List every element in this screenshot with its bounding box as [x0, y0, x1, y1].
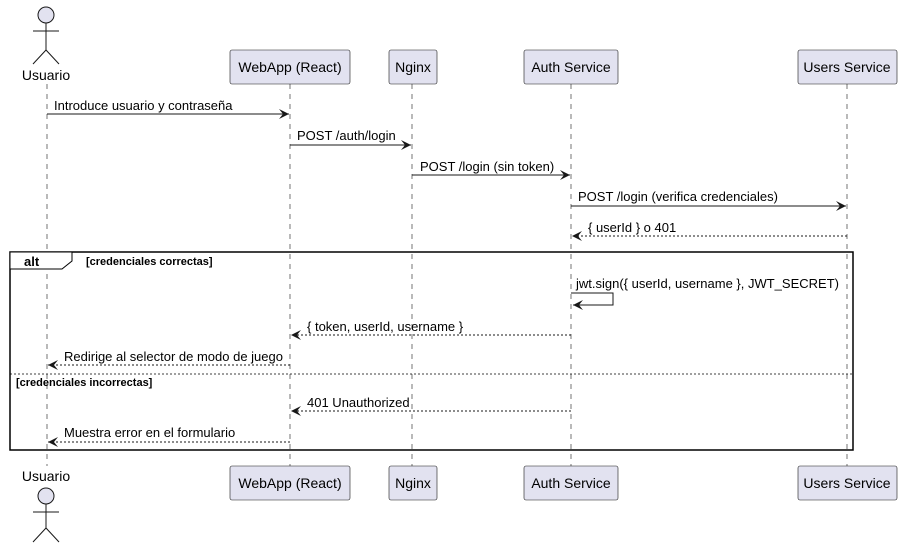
participant-auth-service-top[interactable]: Auth Service	[523, 49, 619, 85]
participant-label-webapp-bottom: WebApp (React)	[238, 475, 341, 491]
participant-users-service-bottom[interactable]: Users Service	[797, 465, 898, 501]
message-label-post-login-no-token: POST /login (sin token)	[420, 159, 554, 174]
alt-condition-correct: [credenciales correctas]	[86, 256, 213, 268]
participants-bottom: Usuario WebApp (React) Nginx Auth Servic…	[22, 465, 898, 543]
participant-webapp-bottom[interactable]: WebApp (React)	[229, 465, 351, 501]
participant-nginx-top[interactable]: Nginx	[388, 49, 438, 85]
participant-label-webapp-top: WebApp (React)	[238, 59, 341, 75]
message-label-form-error: Muestra error en el formulario	[64, 425, 235, 440]
participant-nginx-bottom[interactable]: Nginx	[388, 465, 438, 501]
actor-head-icon	[37, 487, 55, 505]
alt-condition-incorrect: [credenciales incorrectas]	[16, 377, 153, 389]
participant-auth-service-bottom[interactable]: Auth Service	[523, 465, 619, 501]
actor-head-icon	[37, 6, 55, 24]
actor-label-usuario-bottom: Usuario	[22, 468, 70, 484]
alt-tab	[9, 251, 73, 270]
message-arrow-jwt-sign	[571, 292, 614, 310]
message-label-userid-or-401: { userId } o 401	[588, 220, 676, 235]
message-label-verify-credentials: POST /login (verifica credenciales)	[578, 189, 778, 204]
participant-label-auth-service-top: Auth Service	[531, 59, 611, 75]
message-label-jwt-sign: jwt.sign({ userId, username }, JWT_SECRE…	[575, 276, 839, 291]
alt-fragment: alt [credenciales correctas] [credencial…	[9, 251, 854, 451]
participant-users-service-top[interactable]: Users Service	[797, 49, 898, 85]
participant-label-users-service-bottom: Users Service	[803, 475, 890, 491]
message-label-post-auth-login: POST /auth/login	[297, 128, 396, 143]
participant-label-auth-service-bottom: Auth Service	[531, 475, 611, 491]
message-label-unauthorized: 401 Unauthorized	[307, 395, 410, 410]
participants-top: Usuario WebApp (React) Nginx Auth Servic…	[22, 6, 898, 85]
messages: Introduce usuario y contraseña POST /aut…	[47, 98, 847, 447]
actor-usuario-bottom[interactable]: Usuario	[22, 468, 70, 543]
alt-frame	[9, 251, 854, 451]
message-label-redirect: Redirige al selector de modo de juego	[64, 349, 283, 364]
message-label-login-input: Introduce usuario y contraseña	[54, 98, 233, 113]
message-label-token-response: { token, userId, username }	[307, 319, 464, 334]
alt-keyword: alt	[24, 254, 40, 269]
participant-label-nginx-top: Nginx	[395, 59, 431, 75]
participant-label-nginx-bottom: Nginx	[395, 475, 431, 491]
lifelines	[46, 84, 848, 466]
actor-label-usuario-top: Usuario	[22, 67, 70, 83]
participant-label-users-service-top: Users Service	[803, 59, 890, 75]
participant-webapp-top[interactable]: WebApp (React)	[229, 49, 351, 85]
actor-usuario-top[interactable]: Usuario	[22, 6, 70, 83]
